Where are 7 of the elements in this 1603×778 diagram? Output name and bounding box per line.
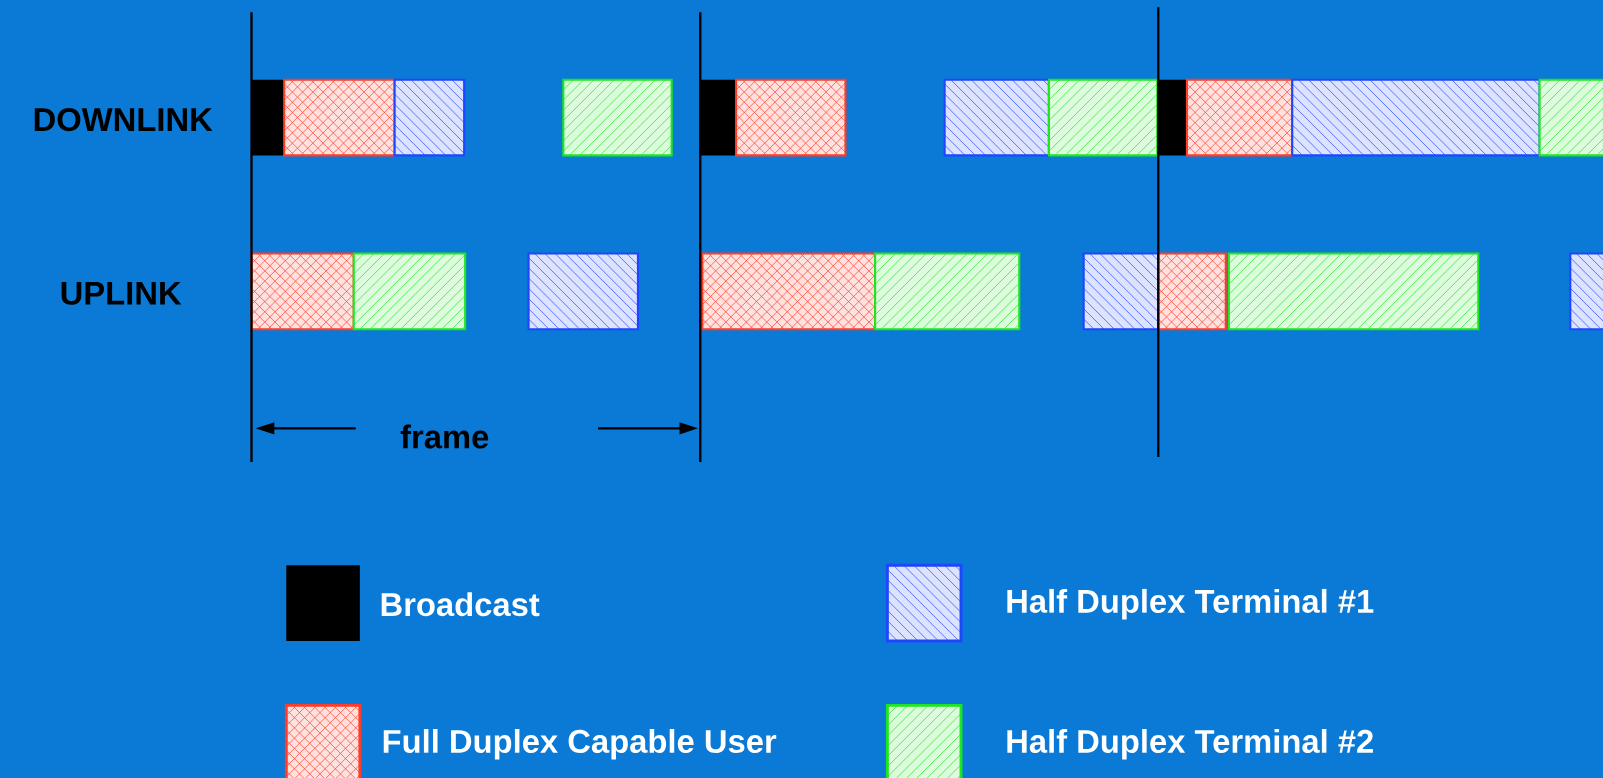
dimension-label: frame bbox=[400, 424, 489, 449]
legend-label: Broadcast bbox=[381, 592, 540, 617]
row-label: DOWNLINK bbox=[34, 108, 213, 132]
row-label: UPLINK bbox=[61, 282, 182, 305]
legend-label: Full Duplex Capable User bbox=[383, 729, 777, 760]
legend-label: Half Duplex Terminal #1 bbox=[1007, 588, 1374, 620]
legend-label: Half Duplex Terminal #2 bbox=[1007, 729, 1373, 760]
